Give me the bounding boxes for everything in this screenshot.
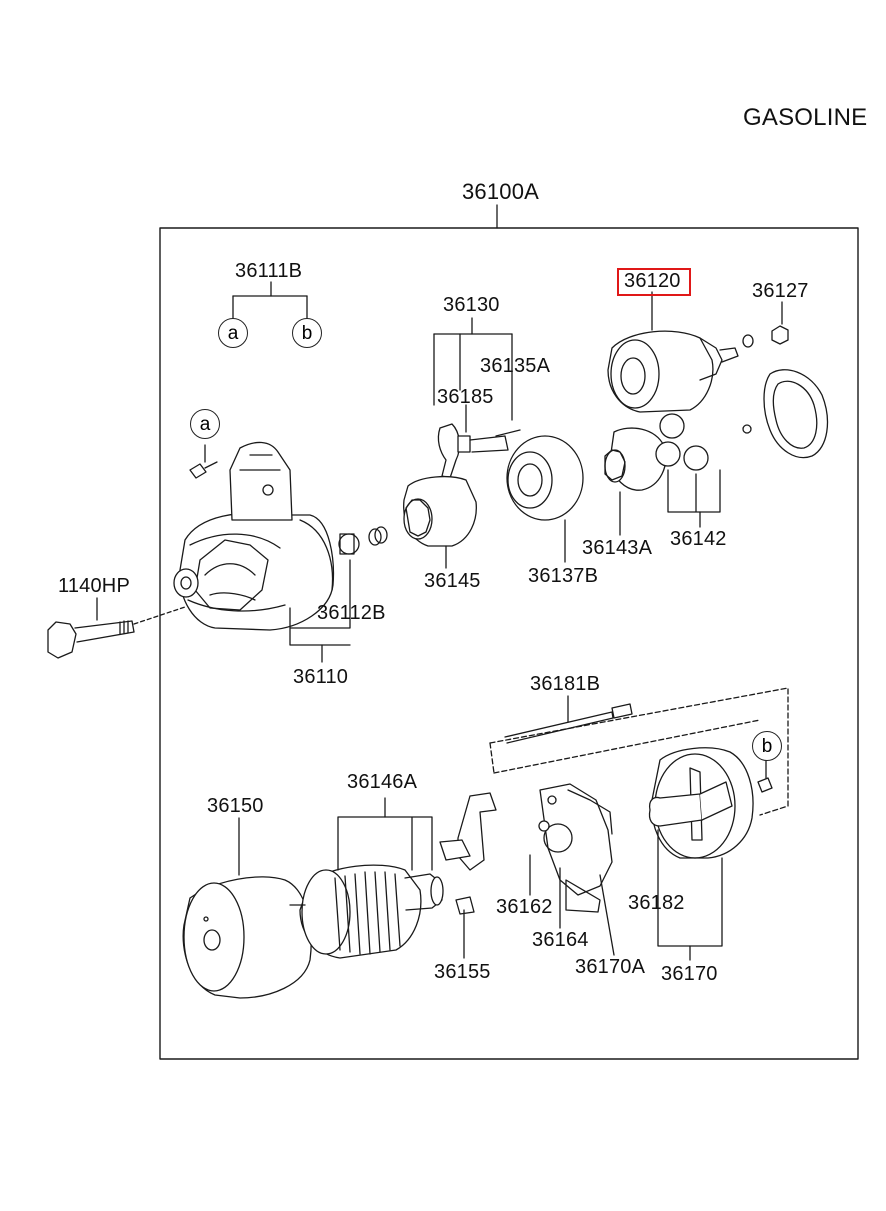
- part-label-36130: 36130: [443, 294, 500, 316]
- bushing-drawing: [289, 526, 388, 663]
- part-label-36162: 36162: [496, 896, 553, 918]
- part-label-36112B: 36112B: [317, 602, 386, 624]
- through-bolt-drawing: [489, 687, 789, 816]
- part-label-36146A: 36146A: [347, 771, 418, 793]
- variant-label: GASOLINE: [743, 104, 868, 131]
- part-label-36185: 36185: [437, 386, 494, 408]
- part-label-36127: 36127: [752, 280, 809, 302]
- callout-b-top: b: [292, 318, 322, 348]
- part-label-36170: 36170: [661, 963, 718, 985]
- part-label-36142: 36142: [670, 528, 727, 550]
- armature-drawing: [289, 797, 444, 959]
- part-label-36164: 36164: [532, 929, 589, 951]
- rear-cover-drawing: [648, 747, 773, 961]
- long-bolt-drawing: [47, 597, 186, 659]
- part-label-36120[interactable]: 36120: [624, 270, 681, 292]
- part-label-1140HP: 1140HP: [58, 575, 130, 597]
- part-label-36182: 36182: [628, 892, 685, 914]
- brush-drawing: [439, 792, 497, 959]
- part-label-36150: 36150: [207, 795, 264, 817]
- leader-36130: [433, 317, 513, 433]
- callout-b-rear: b: [752, 731, 782, 761]
- front-housing-drawing: [173, 441, 335, 631]
- part-label-36111B: 36111B: [235, 260, 303, 282]
- assembly-frame: [159, 227, 859, 1060]
- pinion-drawing: [403, 475, 477, 569]
- callout-a-top: a: [218, 318, 248, 348]
- part-label-36145: 36145: [424, 570, 481, 592]
- planet-gears-drawing: [655, 413, 721, 528]
- planet-shaft-drawing: [604, 427, 667, 536]
- part-label-36155: 36155: [434, 961, 491, 983]
- part-label-36170A: 36170A: [575, 956, 646, 978]
- part-label-36137B: 36137B: [528, 565, 599, 587]
- ring-gear-drawing: [742, 369, 829, 459]
- part-label-36100A: 36100A: [462, 179, 540, 204]
- small-bolt-a-drawing: [189, 444, 218, 479]
- yoke-drawing: [182, 817, 312, 999]
- part-label-36181B: 36181B: [530, 673, 601, 695]
- highlight-box-36120: [617, 268, 691, 296]
- clutch-drawing: [506, 435, 584, 563]
- brush-holder-drawing: [529, 783, 615, 956]
- part-label-36135A: 36135A: [480, 355, 551, 377]
- part-label-36143A: 36143A: [582, 537, 653, 559]
- part-label-36110: 36110: [293, 666, 349, 688]
- leader-36111B: [232, 281, 308, 319]
- callout-a-bolt: a: [190, 409, 220, 439]
- solenoid-drawing: [607, 291, 789, 413]
